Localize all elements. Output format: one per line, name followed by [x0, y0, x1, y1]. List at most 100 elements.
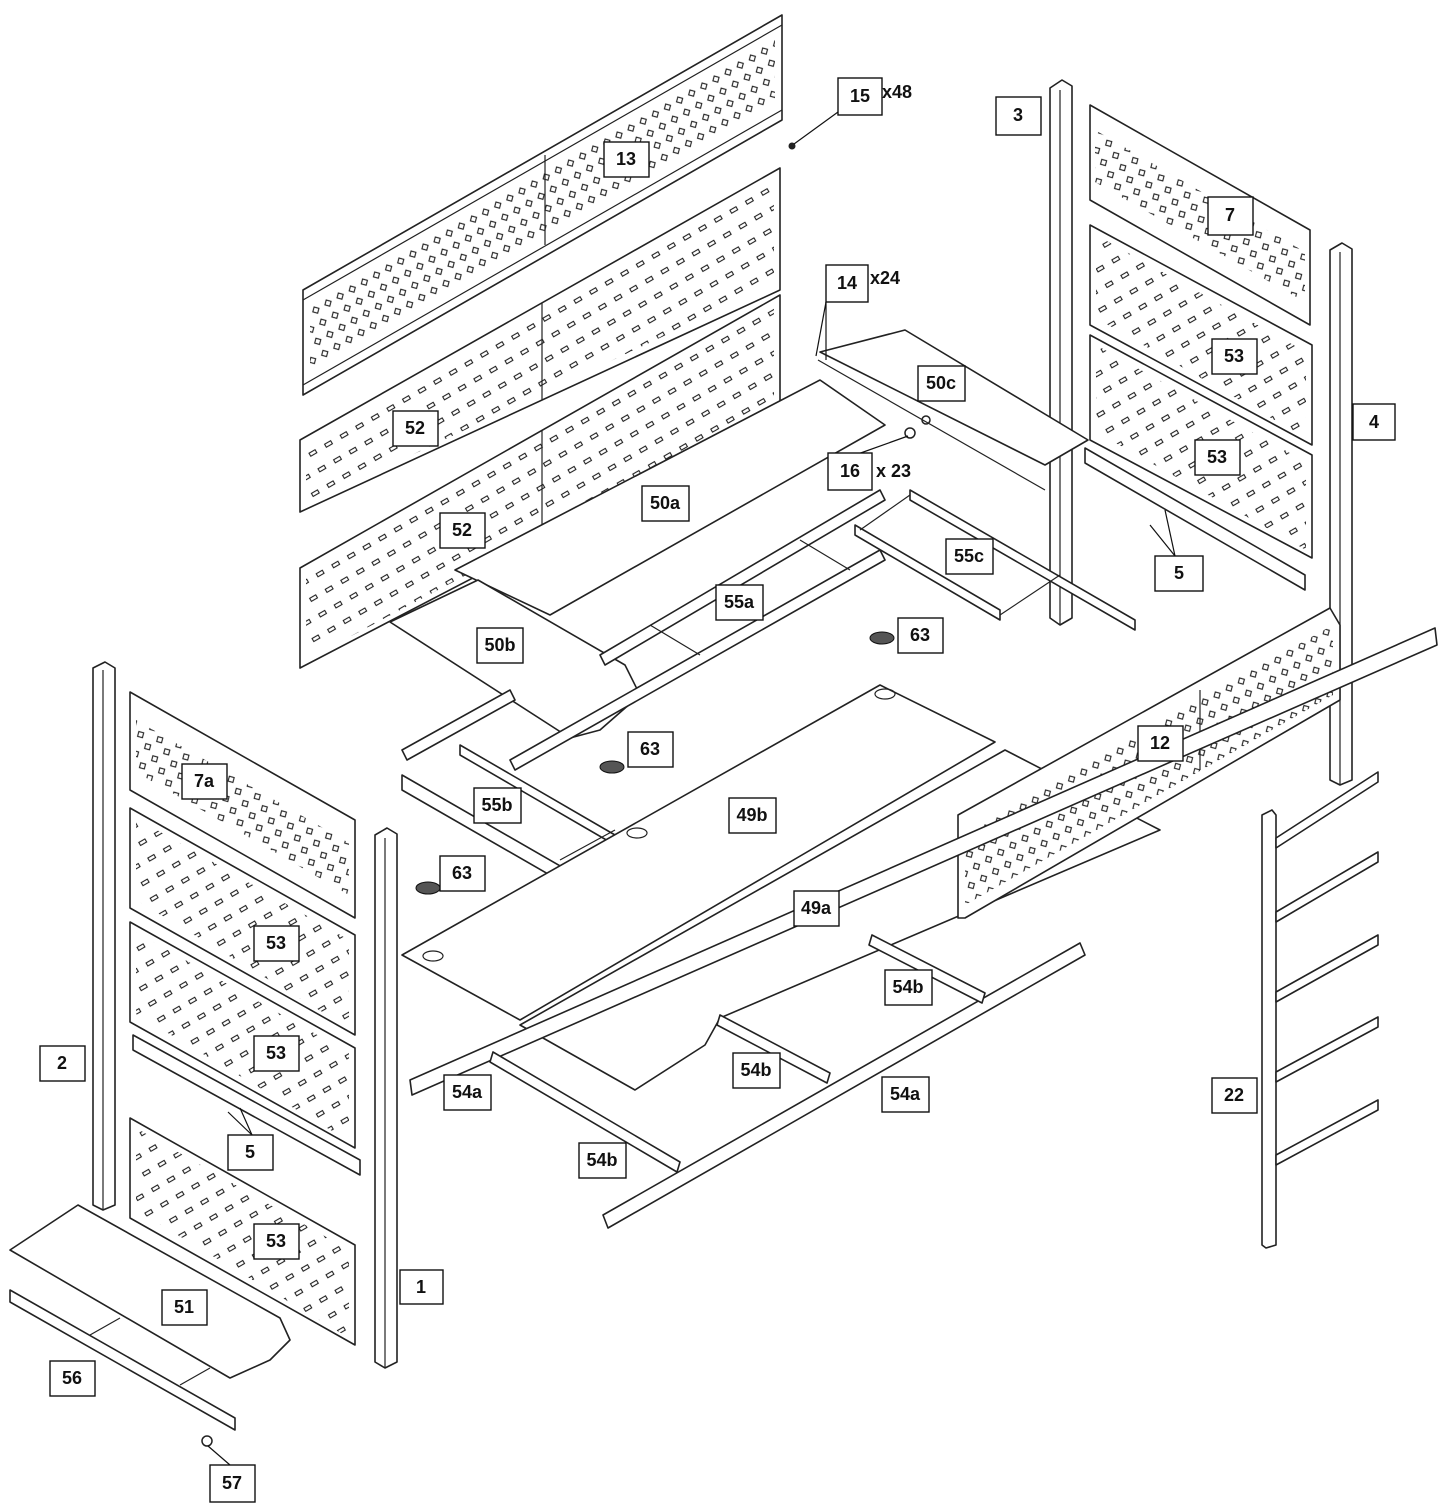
ladder-22: [1261, 771, 1379, 1249]
callout-63-left: 63: [439, 855, 486, 892]
end-rail-7: [1089, 104, 1311, 326]
callout-63-middle: 63: [627, 731, 674, 768]
callout-54b-lower: 54b: [578, 1142, 627, 1179]
callout-14: 14: [825, 264, 869, 303]
svg-text:14: 14: [837, 273, 857, 293]
svg-text:54b: 54b: [586, 1150, 617, 1170]
callout-7a: 7a: [181, 763, 228, 800]
bed-deck-49b: [401, 684, 996, 1021]
callout-15: 15: [837, 77, 883, 116]
side-rail-54a-lower: [602, 942, 1086, 1229]
svg-text:55c: 55c: [954, 546, 984, 566]
post-3: [1049, 79, 1073, 626]
connector-16-icon: [904, 415, 931, 439]
svg-text:53: 53: [266, 1043, 286, 1063]
callout-53-left-2: 53: [253, 1035, 300, 1072]
svg-text:49a: 49a: [801, 898, 832, 918]
bolt-57-icon: [201, 1435, 213, 1447]
svg-text:52: 52: [452, 520, 472, 540]
quantity-14: x24: [870, 268, 900, 288]
callout-53-right-upper: 53: [1211, 338, 1258, 375]
svg-text:53: 53: [266, 933, 286, 953]
svg-text:5: 5: [245, 1142, 255, 1162]
callout-3: 3: [995, 96, 1042, 136]
cap-63-icon-b: [599, 760, 625, 774]
callout-63-right: 63: [897, 617, 944, 654]
bolt-15-icon: [788, 142, 796, 150]
callout-54a-right: 54a: [881, 1076, 930, 1113]
callout-49a: 49a: [793, 890, 840, 927]
callout-56: 56: [49, 1360, 96, 1397]
end-panel-53-upper-right: [1089, 224, 1313, 446]
svg-text:54a: 54a: [452, 1082, 483, 1102]
slat-5-left: [132, 1034, 361, 1176]
svg-text:3: 3: [1013, 105, 1023, 125]
svg-text:12: 12: [1150, 733, 1170, 753]
callout-54b-upper: 54b: [884, 969, 933, 1006]
svg-text:63: 63: [452, 863, 472, 883]
svg-text:22: 22: [1224, 1085, 1244, 1105]
svg-text:52: 52: [405, 418, 425, 438]
callout-55c: 55c: [945, 538, 994, 575]
callout-52-upper: 52: [392, 410, 439, 447]
post-1: [374, 827, 398, 1369]
callout-55a: 55a: [715, 584, 764, 621]
svg-text:5: 5: [1174, 563, 1184, 583]
svg-text:63: 63: [640, 739, 660, 759]
svg-text:51: 51: [174, 1297, 194, 1317]
end-panel-53-left-1: [129, 807, 356, 1036]
svg-text:53: 53: [1224, 346, 1244, 366]
svg-text:1: 1: [416, 1277, 426, 1297]
callout-7: 7: [1207, 196, 1254, 236]
callout-49b: 49b: [728, 797, 777, 834]
svg-text:50a: 50a: [650, 493, 681, 513]
slat-54b-1: [868, 934, 986, 1004]
callout-5-right: 5: [1154, 555, 1204, 592]
post-2: [92, 661, 116, 1211]
svg-text:56: 56: [62, 1368, 82, 1388]
callout-13: 13: [603, 141, 650, 178]
callout-53-left-3: 53: [253, 1223, 300, 1260]
callout-55b: 55b: [473, 787, 522, 824]
cap-63-icon-a: [869, 631, 895, 645]
callout-53-left-1: 53: [253, 925, 300, 962]
callout-52-lower: 52: [439, 512, 486, 549]
svg-text:7: 7: [1225, 205, 1235, 225]
callout-5-left: 5: [227, 1134, 274, 1171]
callout-57: 57: [209, 1464, 256, 1503]
svg-text:50b: 50b: [484, 635, 515, 655]
svg-text:16: 16: [840, 461, 860, 481]
svg-text:54b: 54b: [892, 977, 923, 997]
callout-50a: 50a: [641, 485, 690, 522]
guard-rail-13: [302, 14, 783, 396]
callout-4: 4: [1352, 403, 1396, 441]
svg-text:4: 4: [1369, 412, 1379, 432]
slat-54b-2: [716, 1014, 831, 1084]
callout-50b: 50b: [476, 627, 524, 664]
svg-text:53: 53: [266, 1231, 286, 1251]
svg-text:7a: 7a: [194, 771, 215, 791]
svg-text:13: 13: [616, 149, 636, 169]
svg-text:55a: 55a: [724, 592, 755, 612]
svg-text:55b: 55b: [481, 795, 512, 815]
frame-55c: [854, 489, 1136, 631]
leader-lines: [207, 111, 1176, 1466]
callout-53-right-lower: 53: [1194, 439, 1241, 476]
callout-2: 2: [39, 1045, 86, 1082]
end-panel-53-left-3: [129, 1117, 356, 1346]
slat-5-right: [1084, 447, 1306, 591]
shelf-support-56: [9, 1289, 236, 1431]
svg-text:49b: 49b: [736, 805, 767, 825]
callout-54a-left: 54a: [443, 1074, 492, 1111]
callout-16: 16: [827, 452, 873, 491]
svg-text:63: 63: [910, 625, 930, 645]
svg-text:54a: 54a: [890, 1084, 921, 1104]
svg-text:57: 57: [222, 1473, 242, 1493]
slat-54b-3: [489, 1051, 681, 1173]
back-panel-52-lower: [299, 294, 781, 669]
svg-text:2: 2: [57, 1053, 67, 1073]
callout-54b-middle: 54b: [732, 1052, 781, 1089]
quantity-15: x48: [882, 82, 912, 102]
callout-1: 1: [399, 1269, 444, 1305]
